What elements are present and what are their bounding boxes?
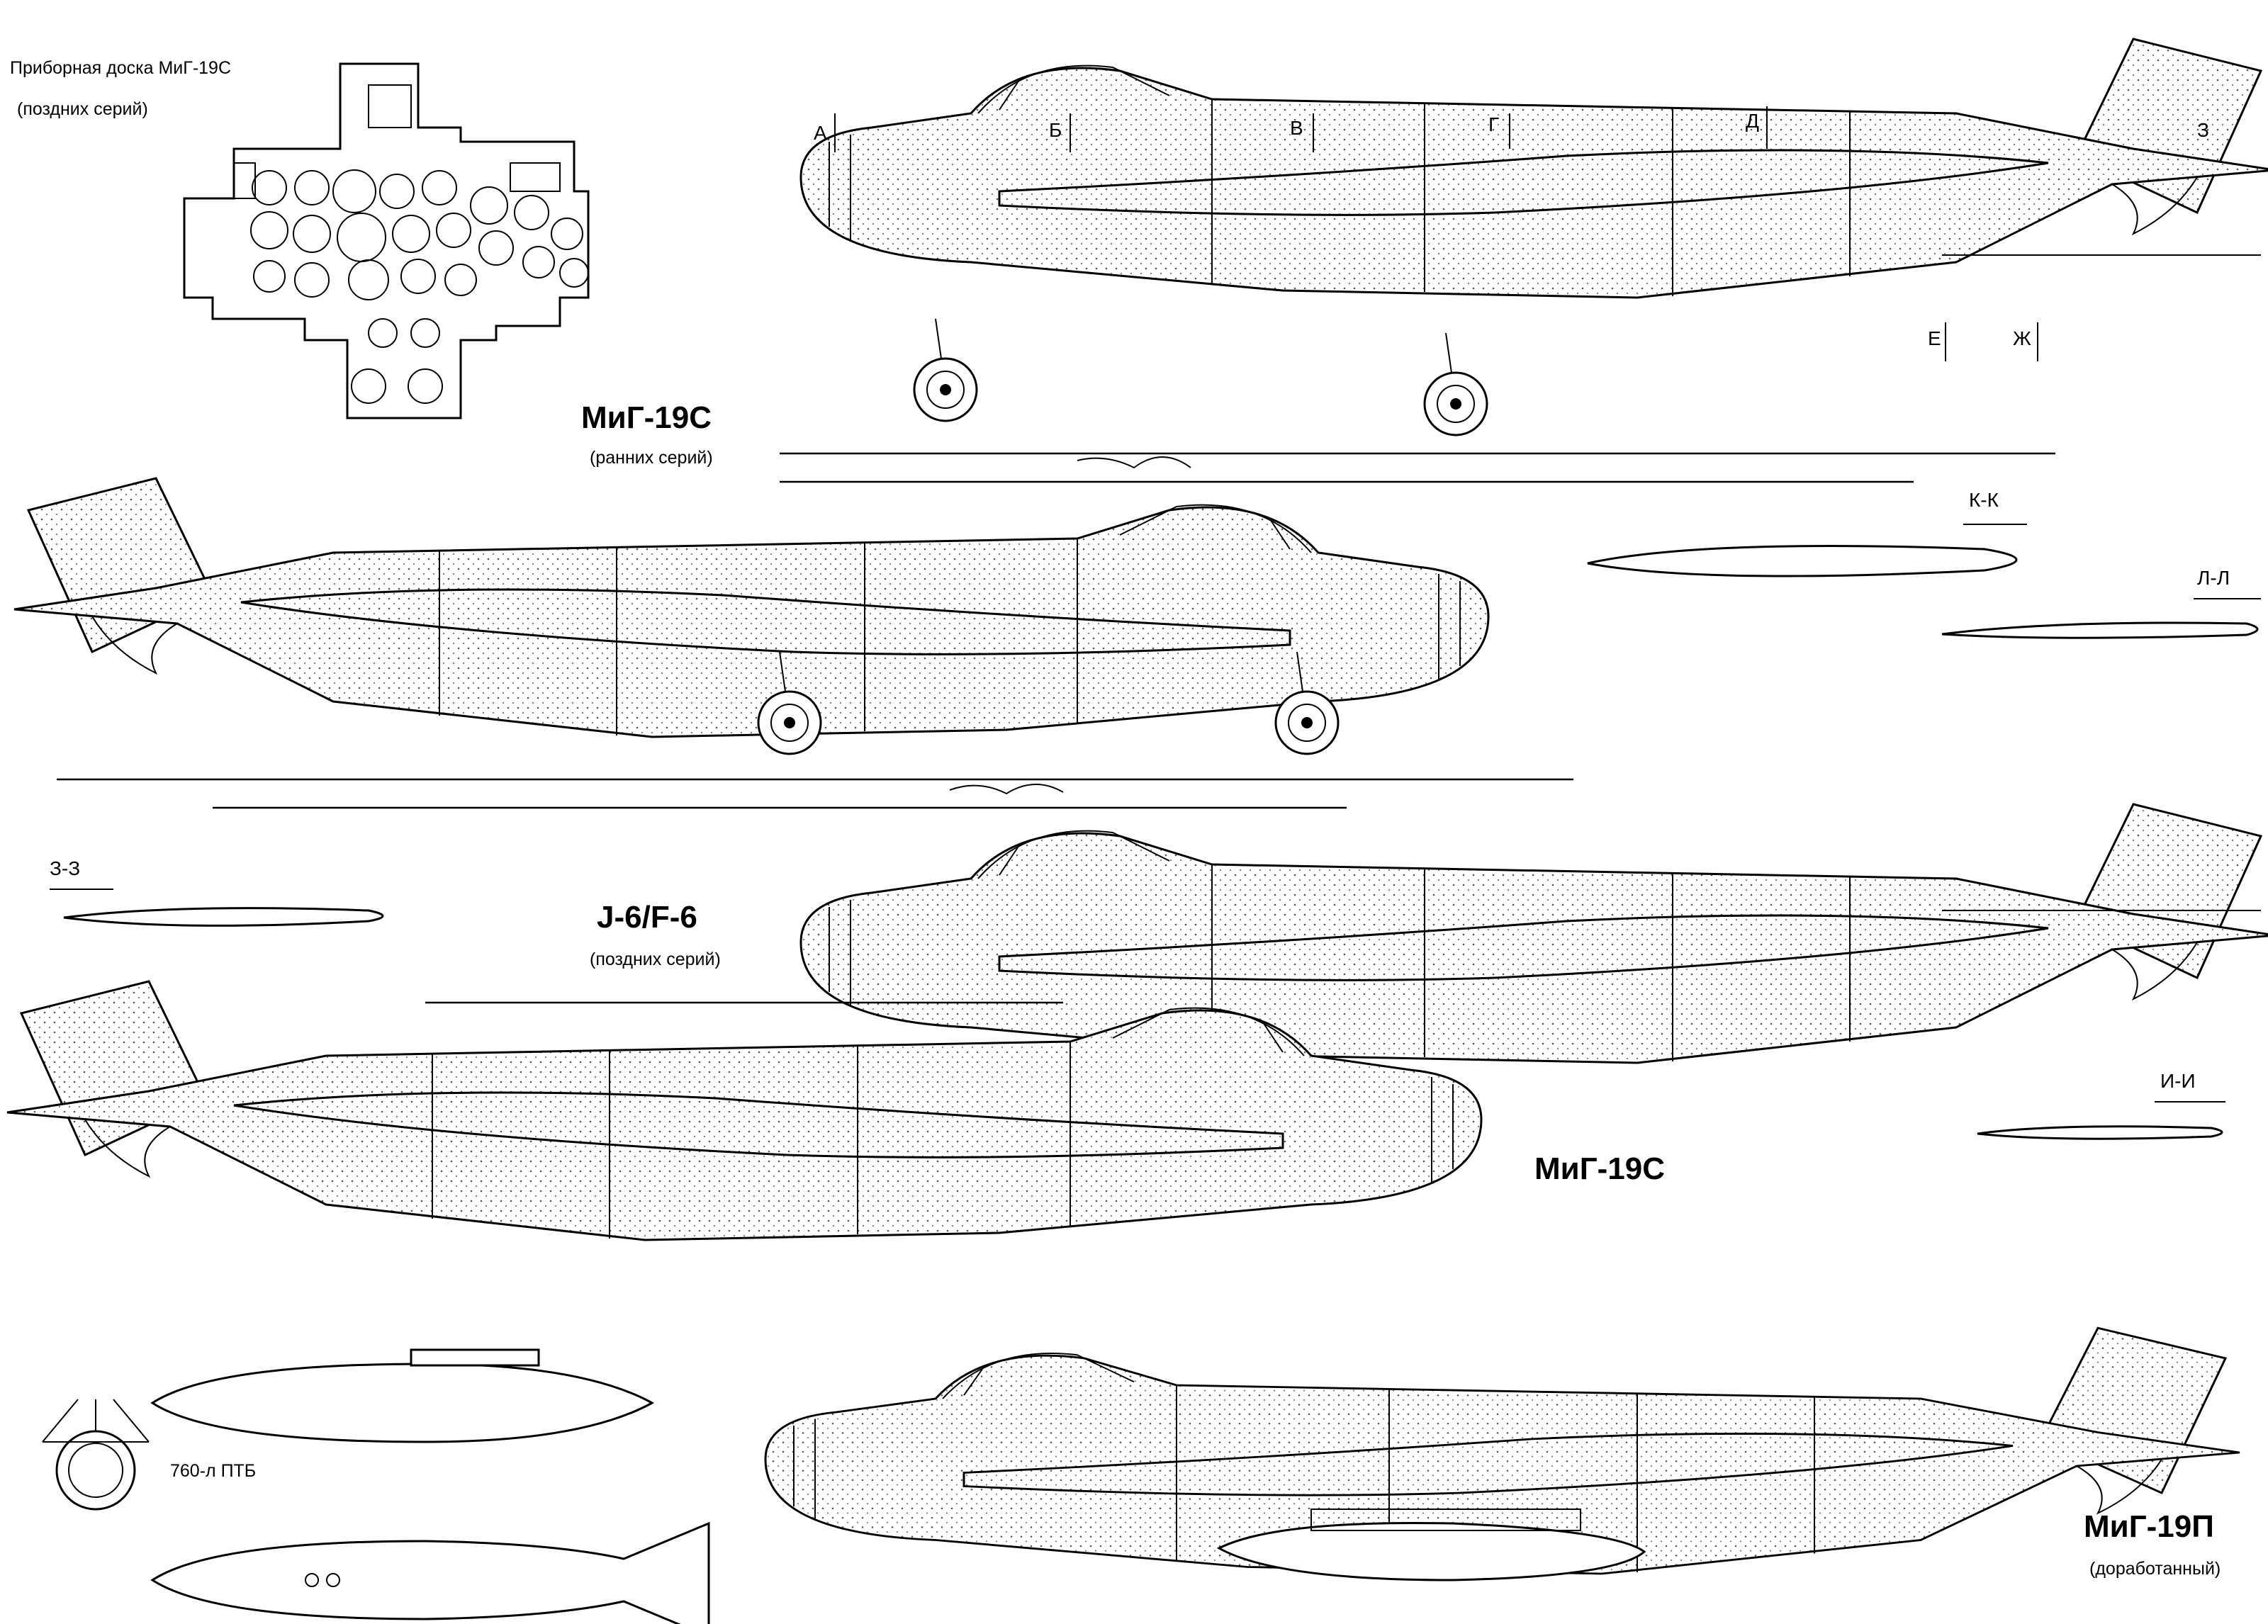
section-marker-z: З <box>2197 119 2209 141</box>
mig19s-side-view <box>6 980 1483 1241</box>
panel-subtitle: (поздних серий) <box>17 99 148 119</box>
airfoil-sections <box>50 524 2261 1140</box>
tank-label: 760-л ПТБ <box>170 1461 257 1481</box>
section-marker-g: Г <box>1488 113 1500 135</box>
view-title-j6: J-6/F-6 <box>597 900 697 935</box>
instrument-panel-drawing <box>183 62 590 419</box>
view-title-mig19s: МиГ-19С <box>1534 1151 1666 1186</box>
section-marker-v: В <box>1290 117 1303 139</box>
section-marker-a: А <box>814 122 827 144</box>
airfoil-label-ll: Л-Л <box>2197 567 2230 589</box>
drop-tank-drawing <box>42 1348 710 1624</box>
view-note-mig19s-early: (ранних серий) <box>590 448 713 468</box>
section-marker-b: Б <box>1049 119 1062 141</box>
airfoil-label-zz: З-З <box>50 857 81 879</box>
airfoil-label-kk: К-К <box>1969 489 1999 511</box>
view-title-mig19p: МиГ-19П <box>2084 1509 2214 1544</box>
panel-title: Приборная доска МиГ-19С <box>10 58 231 78</box>
section-marker-d: Д <box>1746 110 1759 132</box>
airfoil-label-ii: И-И <box>2160 1070 2196 1092</box>
view-note-mig19p: (доработанный) <box>2089 1559 2221 1579</box>
section-markers <box>834 106 2038 361</box>
section-marker-e: Е <box>1928 327 1941 349</box>
view-title-mig19s-early: МиГ-19С <box>581 400 712 435</box>
mig19p-side-view <box>764 1326 2241 1581</box>
j6-f6-side-view <box>425 803 2268 1064</box>
section-marker-zh: Ж <box>2013 327 2031 349</box>
mig19s-late-side-view <box>780 38 2268 483</box>
view-note-j6: (поздних серий) <box>590 949 721 969</box>
mig19s-early-side-view <box>13 477 1573 809</box>
